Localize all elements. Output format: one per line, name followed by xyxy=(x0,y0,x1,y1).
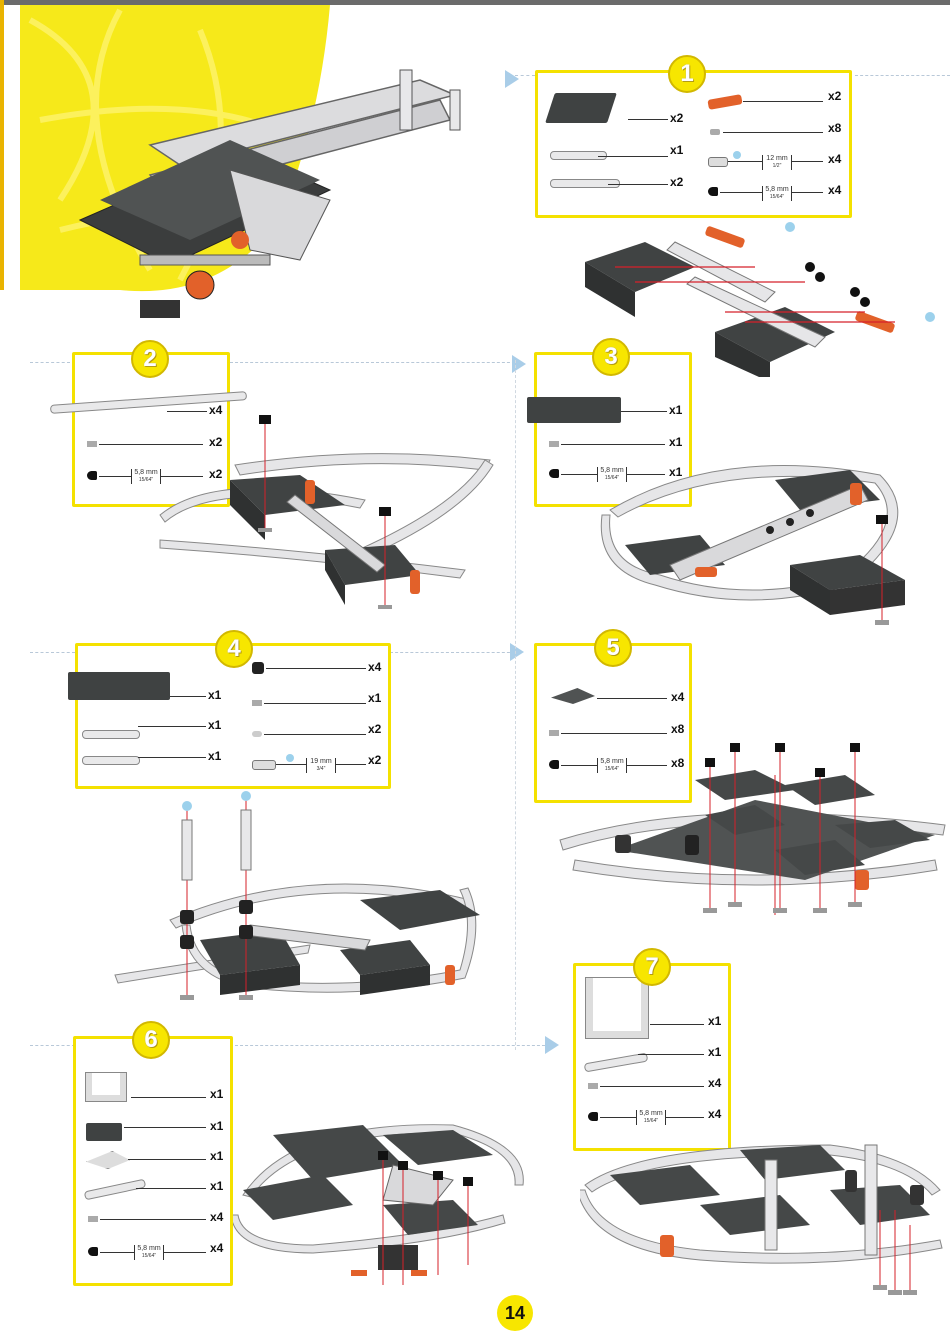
part-qty: x4 xyxy=(368,660,381,674)
dark-u-plate-icon xyxy=(527,397,621,423)
part-qty: x2 xyxy=(670,175,683,189)
nut-icon xyxy=(588,1083,598,1089)
guide-line xyxy=(235,1045,550,1046)
dark-u-plate-icon xyxy=(68,672,170,700)
nut-icon xyxy=(87,441,97,447)
triangle-plate-icon xyxy=(551,688,595,704)
bolt-19mm-icon xyxy=(252,760,276,770)
step-1-badge: 1 xyxy=(668,55,706,93)
part-qty: x1 xyxy=(368,691,381,705)
strip-icon xyxy=(84,1179,147,1201)
part-qty: x1 xyxy=(708,1014,721,1028)
step-3-assembly-diagram xyxy=(600,455,920,630)
part-qty: x1 xyxy=(708,1045,721,1059)
hero-model-illustration xyxy=(0,0,500,340)
part-qty: x1 xyxy=(669,403,682,417)
dark-block-icon xyxy=(86,1123,122,1141)
part-qty: x4 xyxy=(708,1076,721,1090)
guide-line xyxy=(30,362,70,363)
guide-line xyxy=(855,75,950,76)
part-qty: x2 xyxy=(670,111,683,125)
step-6-badge: 6 xyxy=(132,1021,170,1059)
part-qty: x1 xyxy=(210,1179,223,1193)
step-7-assembly-diagram xyxy=(580,1130,950,1300)
page-number: 14 xyxy=(497,1295,533,1331)
u-bracket-icon xyxy=(86,1073,126,1101)
arrow-icon xyxy=(505,70,519,88)
step-6-assembly-diagram xyxy=(233,1105,533,1285)
step-5-assembly-diagram xyxy=(555,740,950,920)
arrow-icon xyxy=(510,643,524,661)
orange-coupler-icon xyxy=(707,94,742,110)
screw-5-8mm-icon xyxy=(87,471,97,480)
guide-line xyxy=(390,652,515,653)
step-4-assembly-diagram xyxy=(110,790,490,1010)
part-qty: x1 xyxy=(210,1149,223,1163)
step-4-badge: 4 xyxy=(215,630,253,668)
angle-strip-icon xyxy=(82,756,140,765)
nut-icon xyxy=(252,700,262,706)
part-qty: x8 xyxy=(671,722,684,736)
screw-5-8mm-icon xyxy=(708,187,718,196)
step-5-badge: 5 xyxy=(594,629,632,667)
short-strip-icon xyxy=(82,730,140,739)
step-2-badge: 2 xyxy=(131,340,169,378)
part-qty: x2 xyxy=(368,753,381,767)
washer-icon xyxy=(252,731,262,737)
part-qty: x1 xyxy=(210,1119,223,1133)
triangle-plate-icon xyxy=(86,1151,130,1169)
strip-icon xyxy=(584,1053,649,1073)
step-7-badge: 7 xyxy=(633,948,671,986)
spacer-icon xyxy=(252,662,264,674)
part-qty: x1 xyxy=(669,435,682,449)
screw-5-8mm-icon xyxy=(549,469,559,478)
part-qty: x4 xyxy=(828,183,841,197)
part-qty: x4 xyxy=(671,690,684,704)
guide-line xyxy=(30,1045,75,1046)
screw-5-8mm-icon xyxy=(88,1247,98,1256)
part-qty: x4 xyxy=(708,1107,721,1121)
u-bracket-icon xyxy=(586,978,648,1038)
guide-line xyxy=(230,362,520,363)
step-2-assembly-diagram xyxy=(155,410,495,620)
guide-line xyxy=(30,652,75,653)
part-qty: x2 xyxy=(828,89,841,103)
part-qty: x1 xyxy=(208,688,221,702)
part-qty: x4 xyxy=(828,152,841,166)
part-qty: x2 xyxy=(368,722,381,736)
nut-icon xyxy=(710,129,720,135)
bolt-12mm-icon xyxy=(708,157,728,167)
step-3-badge: 3 xyxy=(592,338,630,376)
part-qty: x1 xyxy=(210,1087,223,1101)
column-divider xyxy=(515,360,516,1050)
nut-icon xyxy=(88,1216,98,1222)
screw-5-8mm-icon xyxy=(588,1112,598,1121)
part-qty: x4 xyxy=(210,1241,223,1255)
arrow-icon xyxy=(545,1036,559,1054)
nut-icon xyxy=(549,730,559,736)
part-qty: x4 xyxy=(210,1210,223,1224)
part-qty: x1 xyxy=(208,718,221,732)
part-qty: x8 xyxy=(828,121,841,135)
part-qty: x1 xyxy=(670,143,683,157)
nut-icon xyxy=(549,441,559,447)
dark-u-plate-icon xyxy=(545,93,617,123)
part-qty: x1 xyxy=(208,749,221,763)
